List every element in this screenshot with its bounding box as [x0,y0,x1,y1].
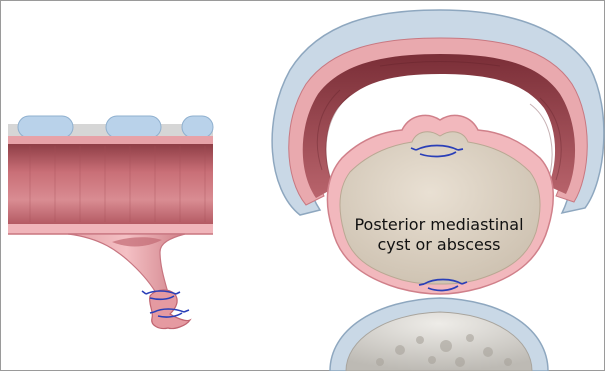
mediastinal-section: Posterior mediastinal cyst or abscess [272,10,604,371]
airway-section [8,116,213,329]
cartilage-ring [106,116,161,138]
cartilage-ring [18,116,73,138]
airway-lumen [8,144,213,224]
airway-upper-wall [8,136,213,144]
cyst-label-line-2: cyst or abscess [377,235,500,254]
cartilage-ring [182,116,213,138]
cyst-label-line-1: Posterior mediastinal [354,215,523,234]
airway-lower-wall [8,224,213,234]
